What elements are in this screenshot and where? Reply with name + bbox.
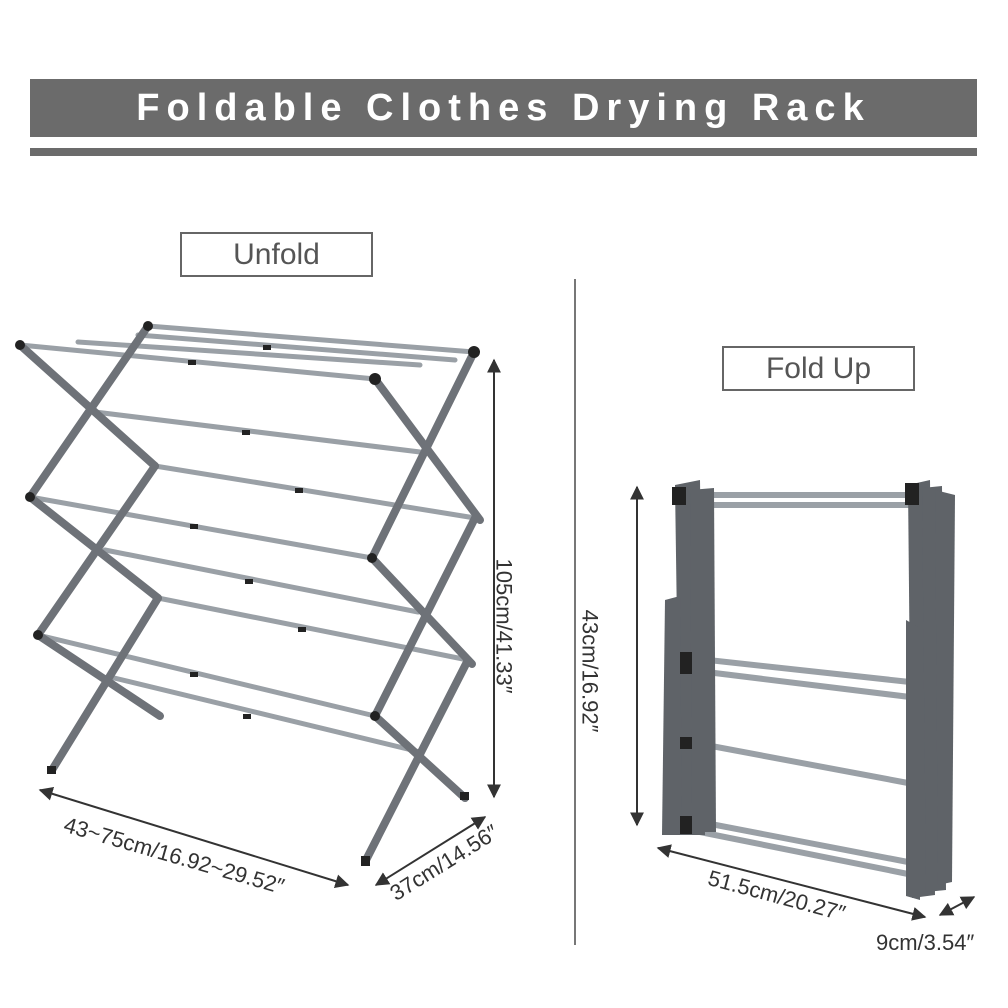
- unfold-frame: [16, 322, 484, 866]
- unfold-rod-connectors: [188, 345, 306, 719]
- fold-height-label: 43cm/16.92″: [577, 609, 603, 733]
- fold-dimension-arrows: [630, 485, 976, 921]
- unfold-label-text: Unfold: [233, 237, 320, 271]
- banner-underline: [30, 148, 977, 156]
- fold-connectors: [672, 483, 919, 834]
- unfold-label: Unfold: [180, 232, 373, 277]
- unfold-joints: [15, 321, 480, 866]
- fold-depth-label: 9cm/3.54″: [876, 930, 975, 955]
- unfold-dimension-arrows: [38, 358, 501, 888]
- fold-frame: [662, 480, 955, 900]
- page-title: Foldable Clothes Drying Rack: [136, 86, 871, 129]
- unfolded-rack: [15, 321, 484, 866]
- section-divider: [574, 279, 576, 945]
- fold-up-label-text: Fold Up: [765, 351, 872, 385]
- fold-rods: [687, 492, 918, 877]
- fold-up-label: Fold Up: [722, 346, 915, 391]
- title-banner: Foldable Clothes Drying Rack: [30, 79, 977, 137]
- unfold-height-label: 105cm/41.33″: [491, 558, 517, 694]
- unfold-rods: [17, 323, 478, 755]
- folded-rack: [662, 480, 955, 900]
